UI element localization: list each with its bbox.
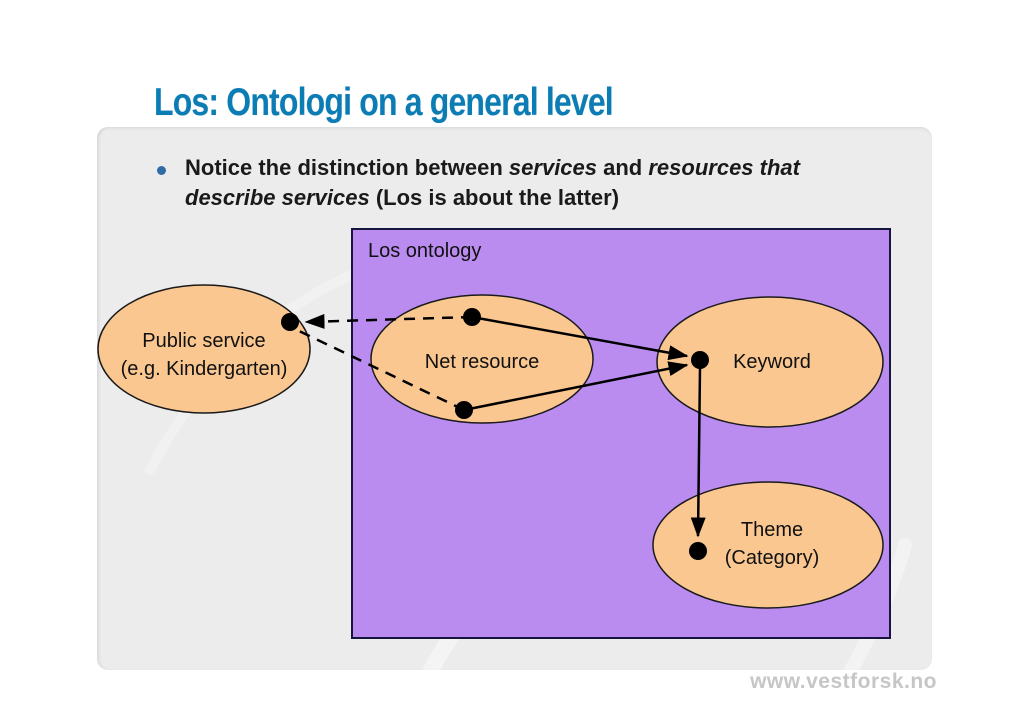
edge-solid-netresource-top-to-keyword [471, 315, 689, 361]
footer-website-url: www.vestforsk.no [750, 670, 937, 693]
node-theme-label-line1: Theme [741, 519, 803, 541]
node-keyword [656, 296, 884, 428]
node-theme [652, 481, 884, 609]
connection-dot-keyword [691, 351, 709, 369]
edge-dashed-netresource-top-to-publicservice [304, 313, 473, 329]
edge-solid-keyword-to-theme [690, 367, 706, 538]
page-title: Los: Ontologi on a general level [154, 81, 614, 124]
bullet-text: Notice the distinction between services … [185, 153, 800, 213]
node-net-resource-label: Net resource [425, 351, 540, 373]
connection-dot-theme [689, 542, 707, 560]
node-public-service-label-line1: Public service [142, 330, 265, 352]
node-theme-label-line2: (Category) [725, 547, 819, 569]
connection-dot-net-resource-top [463, 308, 481, 326]
node-keyword-label: Keyword [733, 351, 811, 373]
edge-solid-netresource-bottom-to-keyword [463, 361, 689, 412]
connection-dot-net-resource-bottom [455, 401, 473, 419]
node-public-service [97, 284, 311, 414]
node-public-service-label-line2: (e.g. Kindergarten) [121, 358, 288, 380]
connection-dot-public-service [281, 313, 299, 331]
bullet-marker-icon [157, 166, 166, 175]
los-ontology-box-label: Los ontology [368, 240, 481, 262]
bullet-text-line2: describe services (Los is about the latt… [185, 185, 620, 210]
bullet-text-line1: Notice the distinction between services … [185, 155, 800, 180]
edge-dashed-netresource-bottom-to-publicservice [296, 328, 465, 412]
